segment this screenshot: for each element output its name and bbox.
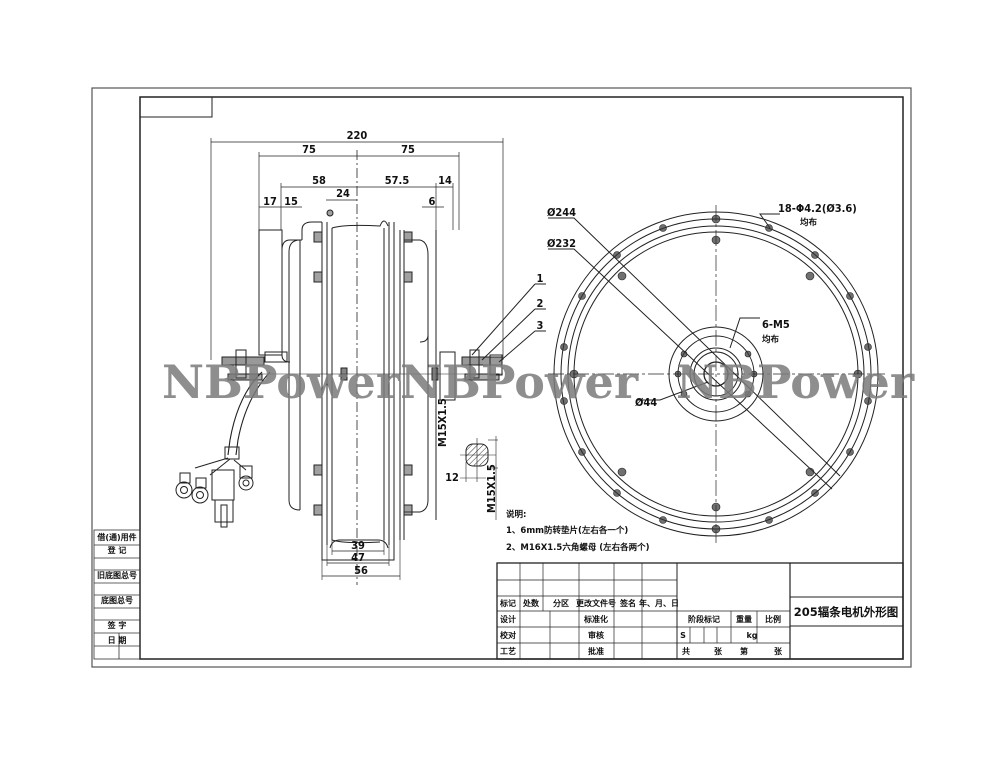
svg-text:校对: 校对	[500, 630, 516, 640]
svg-text:比例: 比例	[765, 614, 781, 624]
side-view-dimensions: 220 75 75 58 57.5 24 14 17 15 6 39 47 56…	[263, 129, 543, 577]
svg-text:6-M5: 6-M5	[762, 318, 790, 331]
notes: 说明: 1、6mm防转垫片(左右各一个) 2、M16X1.5六角螺母 (左右各两…	[506, 509, 650, 553]
svg-text:共: 共	[682, 646, 690, 656]
svg-text:18-Φ4.2(Ø3.6): 18-Φ4.2(Ø3.6)	[778, 202, 857, 215]
svg-text:处数: 处数	[522, 598, 540, 608]
svg-text:14: 14	[438, 174, 452, 187]
side-registry-labels: 借(通)用件 登 记 旧底图总号 底图总号 签 字 日 期	[96, 532, 137, 645]
svg-text:56: 56	[354, 564, 368, 577]
svg-text:说明:: 说明:	[506, 509, 526, 520]
svg-text:NBPower: NBPower	[676, 355, 915, 409]
svg-text:旧底图总号: 旧底图总号	[97, 570, 137, 580]
svg-text:年、月、日: 年、月、日	[639, 598, 679, 608]
svg-text:登 记: 登 记	[107, 545, 127, 555]
svg-text:M15X1.5: M15X1.5	[436, 398, 449, 447]
svg-text:设计: 设计	[500, 614, 516, 624]
svg-text:第: 第	[740, 646, 748, 656]
svg-text:3: 3	[537, 319, 544, 332]
svg-text:重量: 重量	[736, 614, 752, 624]
svg-text:日 期: 日 期	[108, 635, 127, 645]
svg-text:张: 张	[774, 647, 783, 656]
svg-text:15: 15	[284, 195, 298, 208]
svg-text:2: 2	[537, 297, 544, 310]
svg-text:S: S	[680, 631, 686, 640]
front-view	[548, 205, 885, 543]
svg-text:更改文件号: 更改文件号	[576, 598, 616, 608]
svg-text:220: 220	[347, 129, 368, 142]
svg-text:57.5: 57.5	[385, 174, 410, 187]
svg-text:6: 6	[429, 195, 436, 208]
svg-text:签 字: 签 字	[107, 620, 127, 630]
svg-text:签名: 签名	[619, 598, 636, 608]
front-view-labels: Ø244 Ø232 18-Φ4.2(Ø3.6) 均布 6-M5 均布 Ø44	[547, 202, 857, 409]
svg-text:47: 47	[351, 551, 365, 564]
side-registry-block	[93, 529, 141, 660]
svg-text:借(通)用件: 借(通)用件	[96, 532, 136, 542]
svg-text:1、6mm防转垫片(左右各一个): 1、6mm防转垫片(左右各一个)	[506, 525, 628, 536]
watermark: NBPower NBPower NBPower	[162, 355, 915, 409]
svg-text:批准: 批准	[588, 646, 604, 656]
svg-text:Ø232: Ø232	[547, 237, 576, 250]
svg-text:均布: 均布	[800, 217, 818, 228]
svg-text:审核: 审核	[588, 630, 604, 640]
title-block	[496, 562, 904, 660]
svg-text:58: 58	[312, 174, 326, 187]
svg-text:NBPower: NBPower	[400, 355, 639, 409]
svg-text:2、M16X1.5六角螺母 (左右各两个): 2、M16X1.5六角螺母 (左右各两个)	[506, 542, 650, 553]
svg-text:17: 17	[263, 195, 277, 208]
svg-text:39: 39	[351, 539, 365, 552]
side-view	[175, 138, 546, 585]
svg-text:均布: 均布	[762, 334, 780, 345]
svg-text:阶段标记: 阶段标记	[688, 614, 720, 624]
svg-text:kg: kg	[746, 631, 757, 640]
svg-text:NBPower: NBPower	[162, 355, 401, 409]
svg-text:标准化: 标准化	[583, 614, 608, 624]
svg-text:Ø244: Ø244	[547, 206, 576, 219]
svg-text:75: 75	[401, 143, 415, 156]
svg-text:1: 1	[537, 272, 544, 285]
svg-text:M15X1.5: M15X1.5	[485, 464, 498, 513]
svg-text:24: 24	[336, 187, 350, 200]
svg-text:分区: 分区	[553, 598, 569, 608]
svg-text:底图总号: 底图总号	[100, 595, 133, 605]
svg-text:75: 75	[302, 143, 316, 156]
svg-text:工艺: 工艺	[500, 646, 516, 656]
title-block-text: 标记 处数 分区 更改文件号 签名 年、月、日 设计 标准化 校对 审核 工艺 …	[499, 598, 898, 656]
svg-text:12: 12	[445, 471, 459, 484]
svg-text:标记: 标记	[499, 598, 516, 608]
svg-text:张: 张	[714, 647, 723, 656]
svg-text:Ø44: Ø44	[635, 396, 657, 409]
drawing-title: 205辐条电机外形图	[794, 605, 899, 619]
